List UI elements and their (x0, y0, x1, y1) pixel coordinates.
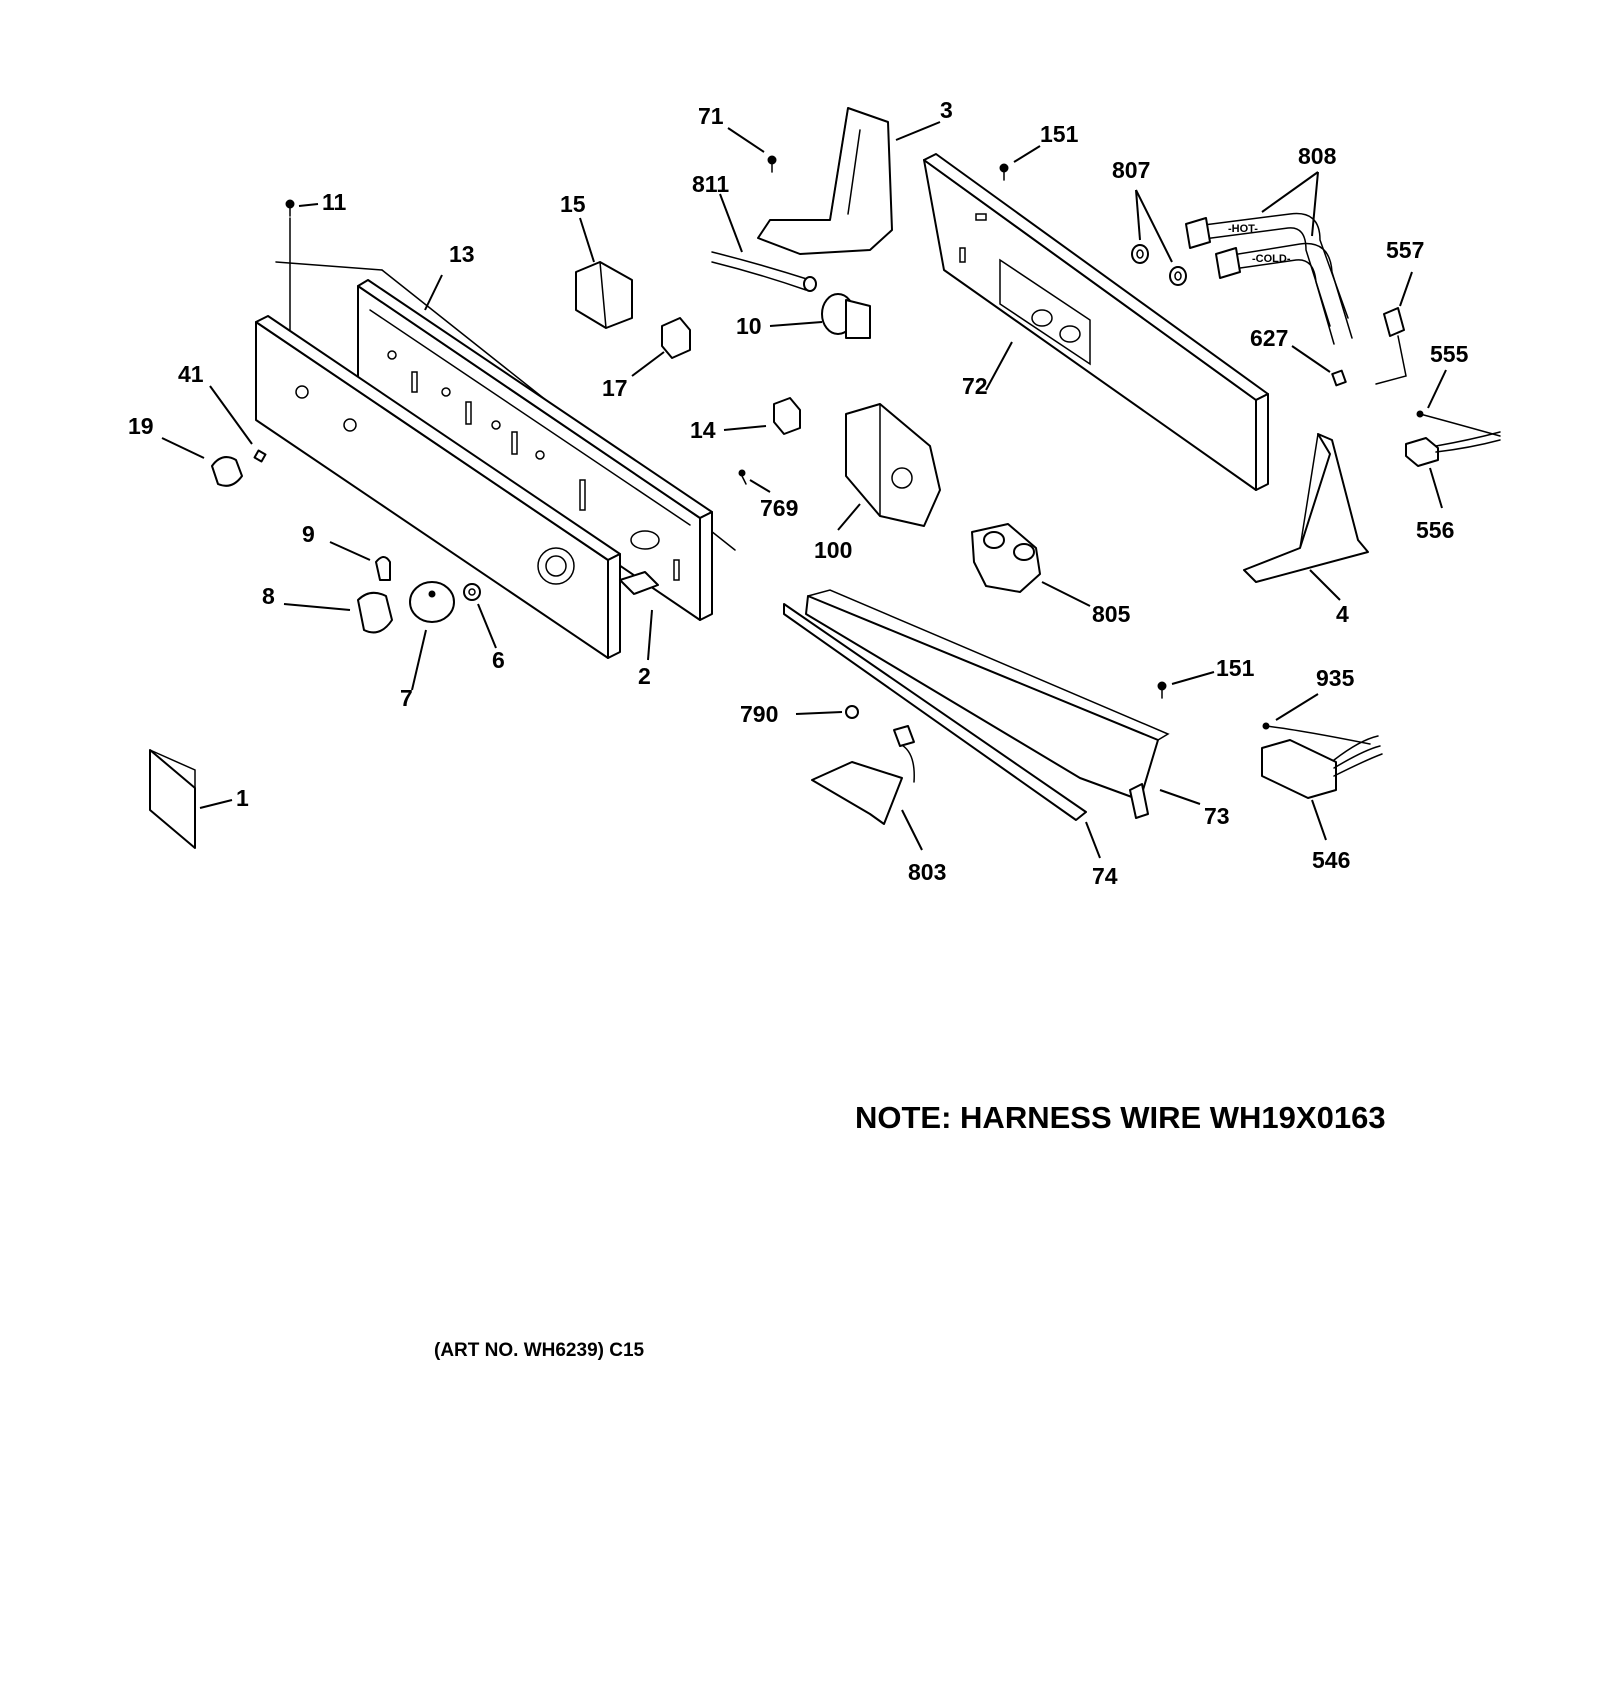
part-73-lower-panel: 73 (805, 589, 1230, 829)
callout-557: 557 (1386, 237, 1424, 263)
part-19-knob: 19 (128, 413, 243, 487)
part-557-connector: 557 (1375, 237, 1424, 385)
part-8-knob: 8 (262, 583, 393, 634)
part-808-hoses: -HOT- -COLD- 808 (1185, 143, 1353, 345)
part-7-skirt: 7 (400, 581, 455, 711)
callout-15: 15 (560, 191, 586, 217)
callout-1: 1 (236, 785, 249, 811)
part-805-water-valve: 805 (971, 523, 1131, 627)
callout-769: 769 (760, 495, 798, 521)
part-17-switch: 17 (602, 317, 691, 401)
art-number: (ART NO. WH6239) C15 (434, 1340, 645, 1361)
part-13-panel-frame: 13 (275, 241, 736, 621)
callout-41: 41 (178, 361, 204, 387)
part-71-screw: 71 (698, 103, 777, 173)
callout-10: 10 (736, 313, 762, 339)
callout-627: 627 (1250, 325, 1288, 351)
part-769-screw: 769 (738, 469, 798, 521)
callout-8: 8 (262, 583, 275, 609)
callout-14: 14 (690, 417, 716, 443)
part-10-pressure-switch: 10 (736, 293, 871, 339)
callout-556: 556 (1416, 517, 1454, 543)
harness-note: NOTE: HARNESS WIRE WH19X0163 (855, 1100, 1386, 1135)
part-15-switch: 15 (560, 191, 633, 329)
callout-7: 7 (400, 685, 413, 711)
callout-100: 100 (814, 537, 852, 563)
part-11-screw: 11 (285, 189, 347, 331)
callout-4: 4 (1336, 601, 1349, 627)
callout-555: 555 (1430, 341, 1469, 367)
hose-label-cold: -COLD- (1252, 253, 1291, 265)
part-151-screw-top: 151 (999, 121, 1079, 181)
callout-935: 935 (1316, 665, 1355, 691)
part-627-clip: 627 (1250, 325, 1347, 387)
callout-808: 808 (1298, 143, 1337, 169)
callout-811: 811 (692, 171, 729, 197)
part-935-wire: 935 (1262, 665, 1371, 745)
callout-9: 9 (302, 521, 315, 547)
callout-11: 11 (322, 189, 347, 215)
callout-803: 803 (908, 859, 946, 885)
callout-807: 807 (1112, 157, 1150, 183)
part-803-dispenser: 803 (811, 725, 946, 885)
callout-2: 2 (638, 663, 651, 689)
callout-3: 3 (940, 97, 953, 123)
callout-13: 13 (449, 241, 475, 267)
callout-17: 17 (602, 375, 628, 401)
part-151-screw-lower: 151 (1157, 655, 1255, 699)
part-556-connector: 556 (1405, 431, 1501, 543)
part-811-hose: 811 (692, 171, 817, 292)
callout-805: 805 (1092, 601, 1131, 627)
part-3-end-cap: 3 (757, 97, 953, 255)
part-790-clamp: 790 (740, 701, 859, 727)
callout-73: 73 (1204, 803, 1230, 829)
part-41-spring: 41 (178, 361, 267, 463)
callout-6: 6 (492, 647, 505, 673)
part-555-wire: 555 (1416, 341, 1501, 437)
hose-label-hot: -HOT- (1228, 223, 1258, 235)
part-14-switch: 14 (690, 397, 801, 443)
callout-71: 71 (698, 103, 724, 129)
callout-72: 72 (962, 373, 988, 399)
callout-74: 74 (1092, 863, 1118, 889)
part-807-washers: 807 (1112, 157, 1187, 286)
part-1-literature: 1 (149, 749, 249, 849)
callout-151-top: 151 (1040, 121, 1079, 147)
part-100-timer: 100 (814, 403, 941, 563)
part-72-rear-panel: 72 (923, 153, 1269, 491)
front-control-panel (255, 315, 621, 659)
part-2-bracket: 2 (619, 571, 659, 689)
callout-790: 790 (740, 701, 778, 727)
part-6-nut: 6 (463, 583, 505, 673)
callout-546: 546 (1312, 847, 1350, 873)
callout-19: 19 (128, 413, 154, 439)
part-546-harness: 546 (1261, 735, 1383, 873)
callout-151-lower: 151 (1216, 655, 1255, 681)
part-74-trim-strip: 74 (783, 603, 1118, 889)
part-4-end-cap: 4 (1243, 433, 1369, 627)
part-9-clip: 9 (302, 521, 391, 581)
